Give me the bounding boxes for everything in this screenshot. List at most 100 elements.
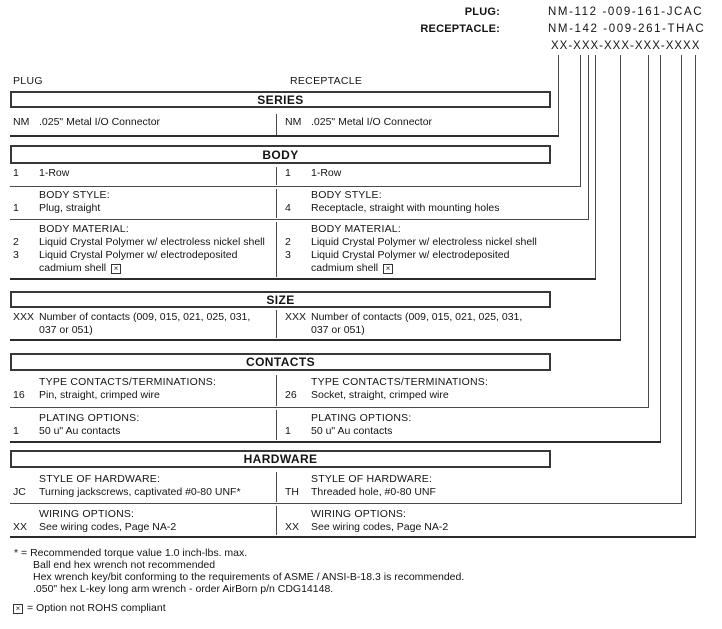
plating-receptacle-desc: 50 u" Au contacts bbox=[311, 425, 393, 437]
wiring-receptacle-code: XX bbox=[285, 521, 300, 533]
connector-line-body-style bbox=[588, 55, 589, 220]
footnote-rohs: = Option not ROHS compliant bbox=[13, 602, 166, 614]
plug-part-label: PLUG: bbox=[464, 6, 500, 18]
material-receptacle-code-3: 3 bbox=[285, 249, 291, 261]
size-receptacle-code: XXX bbox=[285, 311, 307, 323]
section-header-body: BODY bbox=[10, 145, 551, 164]
connector-line-hardware-style bbox=[681, 55, 682, 504]
receptacle-part-number: NM-142 -009-261-THAC bbox=[548, 23, 706, 35]
section-title: BODY bbox=[262, 147, 299, 162]
material-receptacle-code-2: 2 bbox=[285, 236, 291, 248]
wiring-plug-code: XX bbox=[13, 521, 28, 533]
series-row: NM.025" Metal I/O Connector NM.025" Meta… bbox=[10, 116, 551, 129]
footnote-l-key: .050" hex L-key long arm wrench - order … bbox=[33, 583, 334, 595]
plating-plug-desc: 50 u" Au contacts bbox=[39, 425, 121, 437]
section-title: HARDWARE bbox=[243, 452, 318, 466]
body-style-label: BODY STYLE: bbox=[39, 189, 110, 201]
plating-plug-code: 1 bbox=[13, 425, 19, 437]
column-divider bbox=[276, 114, 277, 135]
hardware-style-receptacle-desc: Threaded hole, #0-80 UNF bbox=[311, 486, 436, 498]
body-row-plug-code: 1 bbox=[13, 167, 19, 179]
section-title: SIZE bbox=[266, 292, 295, 307]
column-divider bbox=[276, 167, 277, 185]
plating-receptacle-code: 1 bbox=[285, 425, 291, 437]
size-plug-desc: Number of contacts (009, 015, 021, 025, … bbox=[39, 311, 251, 336]
non-rohs-icon bbox=[13, 604, 23, 614]
series-plug-code: NM bbox=[13, 116, 30, 128]
section-title: CONTACTS bbox=[246, 355, 315, 369]
series-receptacle-desc: .025" Metal I/O Connector bbox=[311, 116, 433, 128]
divider-contacts-bottom bbox=[10, 441, 661, 443]
connector-line-size bbox=[620, 55, 621, 341]
plating-label: PLATING OPTIONS: bbox=[39, 412, 140, 424]
footnote-hex-wrench: Hex wrench key/bit conforming to the req… bbox=[33, 571, 465, 583]
hardware-style-plug-code: JC bbox=[13, 486, 26, 498]
divider-hardware-style bbox=[10, 503, 682, 504]
body-row-plug-desc: 1-Row bbox=[39, 167, 70, 179]
section-header-series: SERIES bbox=[10, 91, 551, 108]
series-plug-desc: .025" Metal I/O Connector bbox=[39, 116, 161, 128]
section-header-contacts: CONTACTS bbox=[10, 353, 551, 371]
material-plug-code-3: 3 bbox=[13, 249, 19, 261]
body-row-receptacle-desc: 1-Row bbox=[311, 167, 342, 179]
connector-line-series bbox=[558, 55, 559, 137]
material-receptacle-desc-2: Liquid Crystal Polymer w/ electroless ni… bbox=[311, 236, 537, 248]
plating-row: PLATING OPTIONS: 1 50 u" Au contacts PLAT… bbox=[10, 412, 551, 438]
column-divider bbox=[276, 472, 277, 502]
material-plug-desc-3: Liquid Crystal Polymer w/ electrodeposit… bbox=[39, 249, 237, 275]
non-rohs-icon bbox=[111, 264, 122, 274]
wiring-label: WIRING OPTIONS: bbox=[39, 508, 135, 520]
plug-part-number: NM-112 -009-161-JCAC bbox=[548, 6, 704, 18]
connector-line-contact-type bbox=[648, 55, 649, 408]
divider-series-bottom bbox=[10, 135, 559, 137]
hardware-style-label: STYLE OF HARDWARE: bbox=[39, 473, 161, 485]
receptacle-part-label: RECEPTACLE: bbox=[420, 23, 500, 35]
column-divider bbox=[276, 506, 277, 535]
column-header-receptacle: RECEPTACLE bbox=[290, 75, 363, 87]
connector-line-plating bbox=[660, 55, 661, 443]
hardware-style-row: STYLE OF HARDWARE: JC Turning jackscrews,… bbox=[10, 473, 551, 499]
column-divider bbox=[276, 375, 277, 406]
footnote-torque: * = Recommended torque value 1.0 inch-lb… bbox=[14, 547, 248, 559]
contact-type-plug-desc: Pin, straight, crimped wire bbox=[39, 389, 160, 401]
hardware-style-label: STYLE OF HARDWARE: bbox=[311, 473, 433, 485]
plating-label: PLATING OPTIONS: bbox=[311, 412, 412, 424]
material-plug-desc-2: Liquid Crystal Polymer w/ electroless ni… bbox=[39, 236, 265, 248]
divider-body-style bbox=[10, 219, 589, 220]
body-style-receptacle-code: 4 bbox=[285, 202, 291, 214]
contact-type-label: TYPE CONTACTS/TERMINATIONS: bbox=[311, 376, 489, 388]
hardware-style-plug-desc: Turning jackscrews, captivated #0-80 UNF… bbox=[39, 486, 241, 498]
column-divider bbox=[276, 410, 277, 440]
size-plug-code: XXX bbox=[13, 311, 35, 323]
section-title: SERIES bbox=[257, 92, 304, 107]
divider-size-bottom bbox=[10, 339, 621, 341]
contact-type-receptacle-desc: Socket, straight, crimped wire bbox=[311, 389, 449, 401]
body-style-plug-code: 1 bbox=[13, 202, 19, 214]
section-header-size: SIZE bbox=[10, 291, 551, 308]
footnote-ball-end: Ball end hex wrench not recommended bbox=[33, 559, 216, 571]
body-style-plug-desc: Plug, straight bbox=[39, 202, 101, 214]
divider-hardware-bottom bbox=[10, 536, 696, 538]
wiring-receptacle-desc: See wiring codes, Page NA-2 bbox=[311, 521, 449, 533]
column-divider bbox=[276, 189, 277, 218]
body-style-receptacle-desc: Receptacle, straight with mounting holes bbox=[311, 202, 500, 214]
body-material-label: BODY MATERIAL: bbox=[39, 223, 129, 235]
wiring-row: WIRING OPTIONS: XX See wiring codes, Page… bbox=[10, 508, 551, 534]
column-header-plug: PLUG bbox=[13, 75, 43, 87]
contact-type-label: TYPE CONTACTS/TERMINATIONS: bbox=[39, 376, 217, 388]
divider-body-row bbox=[10, 186, 581, 187]
wiring-plug-desc: See wiring codes, Page NA-2 bbox=[39, 521, 177, 533]
body-row-receptacle-code: 1 bbox=[285, 167, 291, 179]
wiring-label: WIRING OPTIONS: bbox=[311, 508, 407, 520]
column-divider bbox=[276, 310, 277, 338]
size-row: XXX Number of contacts (009, 015, 021, 0… bbox=[10, 311, 551, 337]
body-style-label: BODY STYLE: bbox=[311, 189, 382, 201]
body-material-label: BODY MATERIAL: bbox=[311, 223, 401, 235]
part-number-code-mask: XX-XXX-XXX-XXX-XXXX bbox=[551, 40, 701, 52]
divider-contact-type bbox=[10, 407, 649, 408]
connector-line-body-row bbox=[580, 55, 581, 187]
contact-type-receptacle-code: 26 bbox=[285, 389, 297, 401]
